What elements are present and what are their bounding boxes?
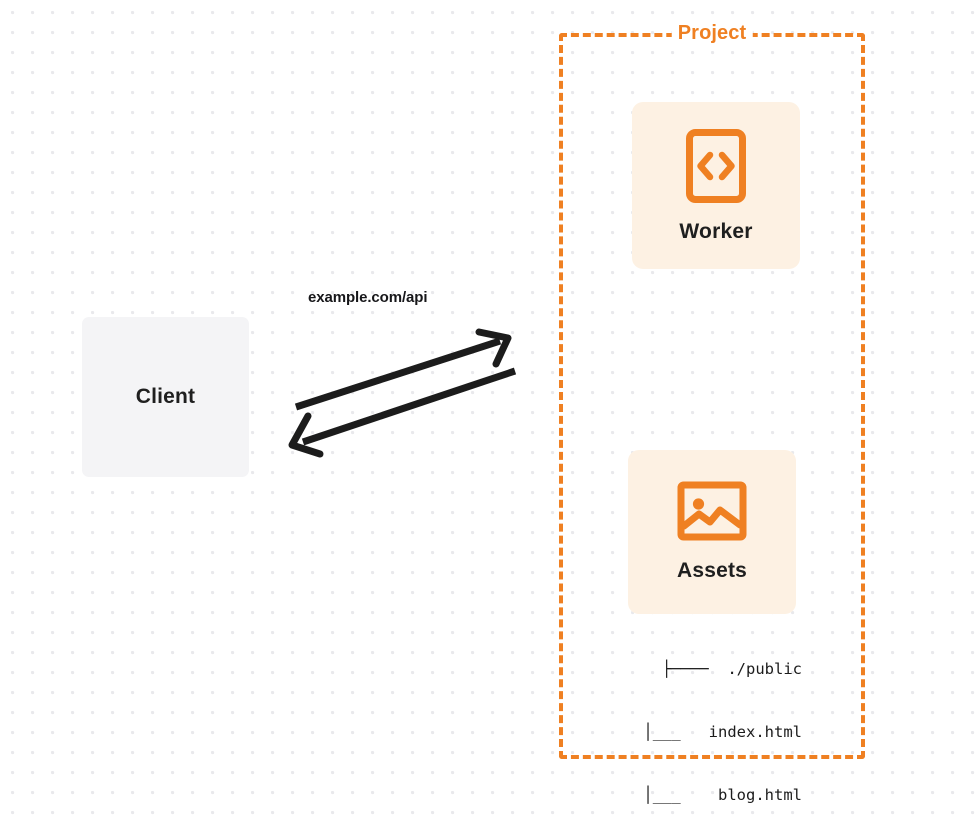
project-group-title: Project <box>671 22 753 45</box>
assets-card[interactable]: Assets <box>628 450 796 614</box>
worker-card-label: Worker <box>679 219 753 243</box>
assets-file-tree: ├──── ./public │___ index.html │___ blog… <box>600 617 802 818</box>
image-picture-icon <box>677 481 747 541</box>
client-node-label: Client <box>135 385 196 408</box>
file-tree-row: │___ blog.html <box>643 786 802 804</box>
file-tree-row: ├──── ./public <box>662 660 802 678</box>
file-tree-row: │___ index.html <box>643 723 802 741</box>
project-group-boundary: Project <box>559 22 865 759</box>
request-url-label: example.com/api <box>308 289 428 306</box>
assets-card-label: Assets <box>676 559 748 582</box>
client-node[interactable]: Client <box>82 317 249 477</box>
code-brackets-icon <box>685 128 747 204</box>
worker-card[interactable]: Worker <box>632 102 800 269</box>
